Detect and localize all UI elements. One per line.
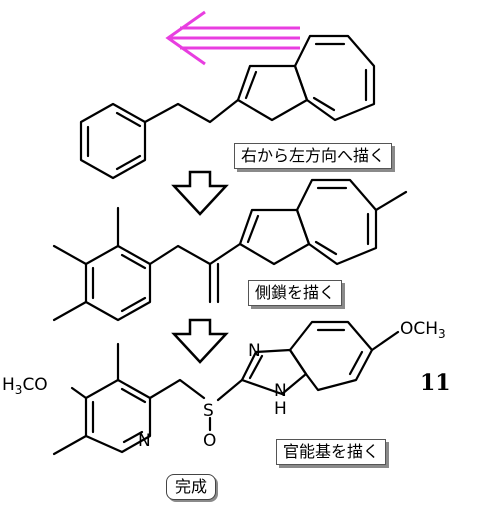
imidazole-nh-label: N (274, 381, 287, 401)
sulfur-label: S (203, 401, 214, 421)
methoxy-pyridine-label: H3CO (2, 375, 48, 397)
molecule-phenethyl-indene (79, 34, 376, 180)
pyridine-n-label: N (138, 431, 151, 451)
oxygen-label: O (203, 431, 216, 451)
step-label-direction: 右から左方向へ描く (234, 143, 393, 169)
imidazole-n-label: N (248, 341, 261, 361)
compound-number: 11 (420, 370, 451, 396)
methoxy-label: OCH3 (400, 319, 446, 341)
done-label: 完成 (166, 474, 217, 500)
step-label-side-chain: 側鎖を描く (248, 280, 343, 306)
step-label-functional-group: 官能基を描く (276, 439, 387, 465)
down-arrow-icon (171, 318, 229, 364)
left-arrow-icon (165, 10, 300, 66)
molecule-final (52, 320, 400, 456)
down-arrow-icon (171, 170, 229, 216)
molecule-side-chain (52, 178, 408, 322)
imidazole-h-label: H (274, 399, 287, 419)
